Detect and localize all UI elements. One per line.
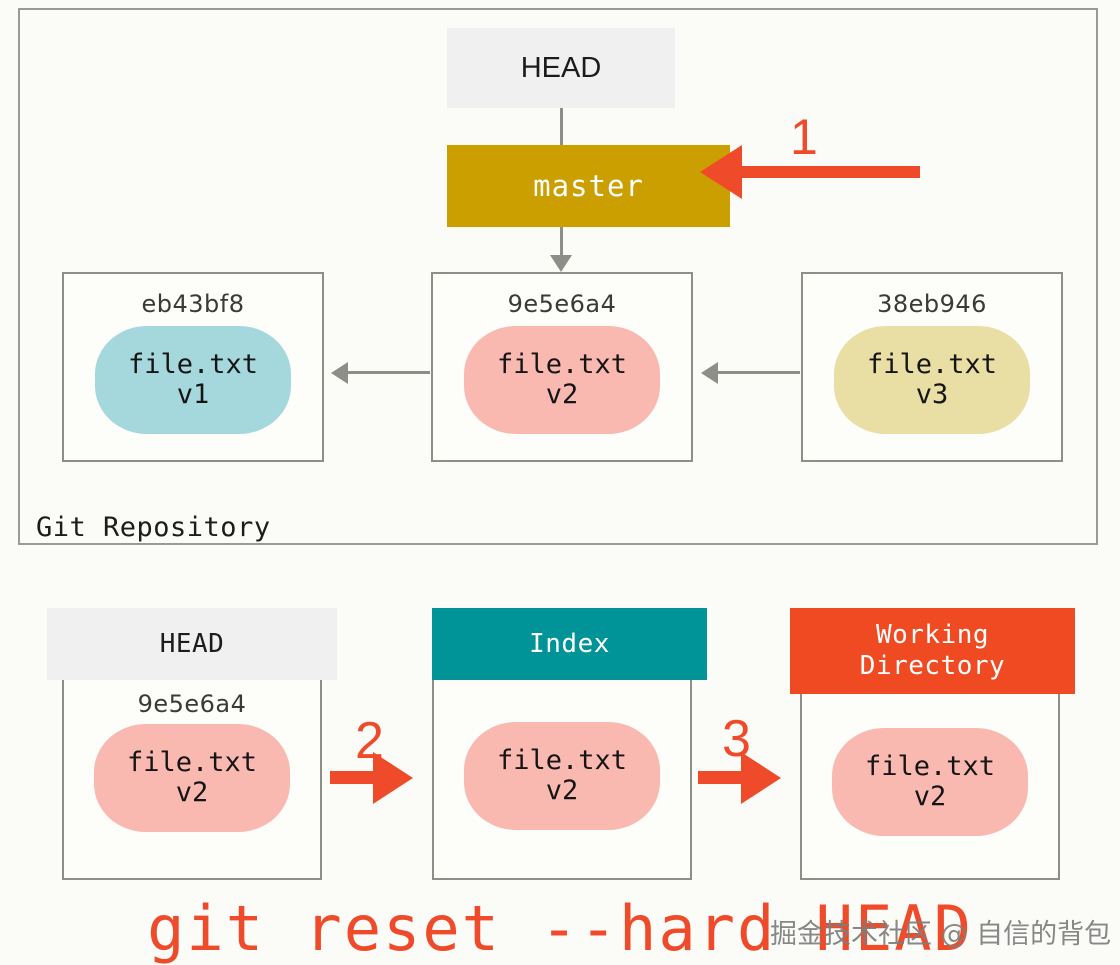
blob-filename: file.txt <box>127 348 259 380</box>
blob-version: v2 <box>545 379 579 410</box>
blob-version: v2 <box>913 781 947 812</box>
annotation-arrow-2-shaft <box>330 771 378 784</box>
parent-link-arrowhead-1 <box>331 362 348 384</box>
tree-header-index: Index <box>432 608 707 680</box>
tree-header-head: HEAD <box>47 608 337 680</box>
parent-link-shaft-2 <box>718 371 800 374</box>
tree-blob: file.txt v2 <box>464 722 660 830</box>
commit-blob: file.txt v3 <box>834 326 1030 434</box>
master-branch-box: master <box>447 145 730 227</box>
tree-column-head: HEAD <box>47 608 337 680</box>
watermark-text: 掘金技术社区 @ 自信的背包 <box>770 919 1112 950</box>
blob-filename: file.txt <box>864 750 996 782</box>
commit-card-eb43bf8: eb43bf8 file.txt v1 <box>62 272 324 462</box>
parent-link-arrowhead-2 <box>701 362 718 384</box>
tree-column-index: Index <box>432 608 707 680</box>
commit-card-9e5e6a4: 9e5e6a4 file.txt v2 <box>431 272 693 462</box>
commit-sha: 38eb946 <box>877 290 987 318</box>
blob-version: v2 <box>545 775 579 806</box>
blob-filename: file.txt <box>496 744 628 776</box>
tree-sha: 9e5e6a4 <box>137 690 247 718</box>
command-caption: git reset --hard HEAD <box>147 892 973 965</box>
tree-header-line: HEAD <box>159 628 225 659</box>
tree-body-working-directory: file.txt v2 <box>800 694 1060 880</box>
head-to-master-connector <box>560 108 563 145</box>
head-pointer-label: HEAD <box>520 51 602 84</box>
tree-header-working-directory: Working Directory <box>790 608 1075 694</box>
annotation-arrow-1-shaft <box>742 166 920 178</box>
tree-column-working-directory: Working Directory <box>790 608 1075 694</box>
annotation-arrow-2-head <box>373 752 413 804</box>
tree-header-line: Working <box>875 620 990 651</box>
blob-filename: file.txt <box>126 746 258 778</box>
tree-header-line: Index <box>529 628 610 659</box>
annotation-arrow-1-head <box>700 145 742 199</box>
commit-blob: file.txt v1 <box>95 326 291 434</box>
blob-version: v2 <box>175 777 209 808</box>
tree-blob: file.txt v2 <box>94 724 290 832</box>
commit-card-38eb946: 38eb946 file.txt v3 <box>801 272 1063 462</box>
commit-sha: eb43bf8 <box>141 290 245 318</box>
annotation-arrow-3-head <box>741 752 781 804</box>
blob-filename: file.txt <box>496 348 628 380</box>
parent-link-shaft-1 <box>348 371 430 374</box>
commit-sha: 9e5e6a4 <box>507 290 617 318</box>
master-to-commit-connector <box>560 227 563 257</box>
master-branch-label: master <box>533 169 644 203</box>
tree-body-head: 9e5e6a4 file.txt v2 <box>62 680 322 880</box>
git-repository-label: Git Repository <box>36 512 271 543</box>
master-to-commit-arrowhead <box>550 255 572 272</box>
head-pointer-box: HEAD <box>447 28 675 108</box>
annotation-number-3: 3 <box>722 710 751 768</box>
blob-filename: file.txt <box>866 348 998 380</box>
blob-version: v3 <box>915 379 949 410</box>
annotation-number-2: 2 <box>355 712 384 770</box>
tree-header-line: Directory <box>859 651 1006 681</box>
annotation-number-1: 1 <box>790 109 818 165</box>
tree-blob: file.txt v2 <box>832 728 1028 836</box>
tree-body-index: file.txt v2 <box>432 680 692 880</box>
annotation-arrow-3-shaft <box>698 771 746 784</box>
blob-version: v1 <box>176 379 210 410</box>
commit-blob: file.txt v2 <box>464 326 660 434</box>
